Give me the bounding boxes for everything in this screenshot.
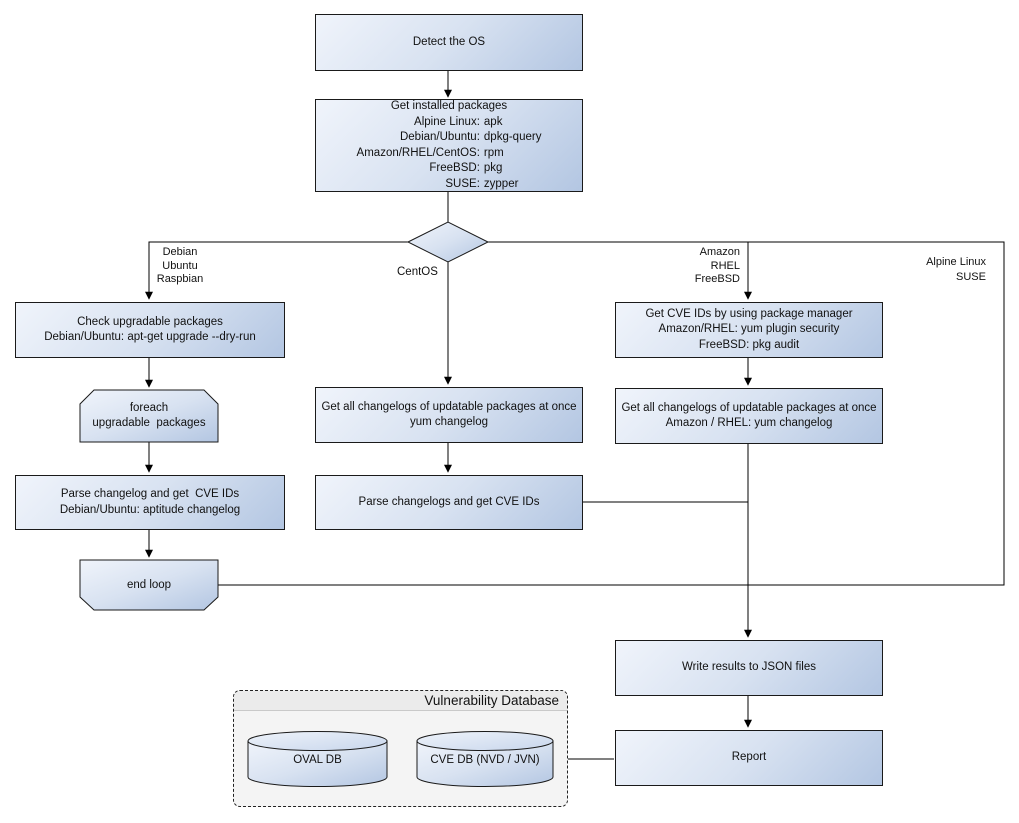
oval-db-label: OVAL DB — [293, 753, 342, 766]
node-get-cve-ids-package-manager: Get CVE IDs by using package manager Ama… — [615, 302, 883, 358]
node-parse-changelog-debian: Parse changelog and get CVE IDs Debian/U… — [15, 475, 285, 530]
node-header: Get installed packages — [390, 100, 508, 112]
branch-label-debian-ubuntu-raspbian: Debian Ubuntu Raspbian — [156, 246, 204, 285]
node-get-installed-packages: Get installed packages Alpine Linux: apk… — [315, 99, 583, 192]
edge-decision-to-debian — [145, 241, 408, 300]
branch-label-centos: CentOS — [397, 266, 438, 278]
end-loop-label: end loop — [126, 578, 172, 591]
node-detect-os: Detect the OS — [315, 14, 583, 71]
node-get-changelogs-amazon-rhel: Get all changelogs of updatable packages… — [615, 388, 883, 444]
vulnerability-database-title: Vulnerability Database — [424, 693, 559, 708]
node-write-results-json: Write results to JSON files — [615, 640, 883, 696]
oval-db-cylinder — [247, 731, 388, 787]
os-decision-diamond — [406, 221, 490, 263]
branch-label-alpine-suse: Alpine Linux SUSE — [926, 256, 986, 283]
flow-connectors — [145, 71, 1005, 760]
node-get-changelogs-centos: Get all changelogs of updatable packages… — [315, 387, 583, 443]
cve-db-label: CVE DB (NVD / JVN) — [430, 753, 540, 766]
node-report: Report — [615, 730, 883, 786]
foreach-loop-label: foreach upgradable packages — [92, 402, 206, 429]
end-loop-shape — [79, 559, 219, 611]
node-check-upgradable-packages: Check upgradable packages Debian/Ubuntu:… — [15, 302, 285, 358]
edge-decision-alpine-suse-bypass — [218, 241, 1005, 586]
foreach-loop-shape — [79, 389, 219, 443]
vulnerability-database-header: Vulnerability Database — [234, 691, 567, 711]
cve-db-cylinder — [416, 731, 554, 787]
node-parse-changelogs-centos: Parse changelogs and get CVE IDs — [315, 475, 583, 530]
branch-label-amazon-rhel-freebsd: Amazon RHEL FreeBSD — [694, 246, 740, 285]
